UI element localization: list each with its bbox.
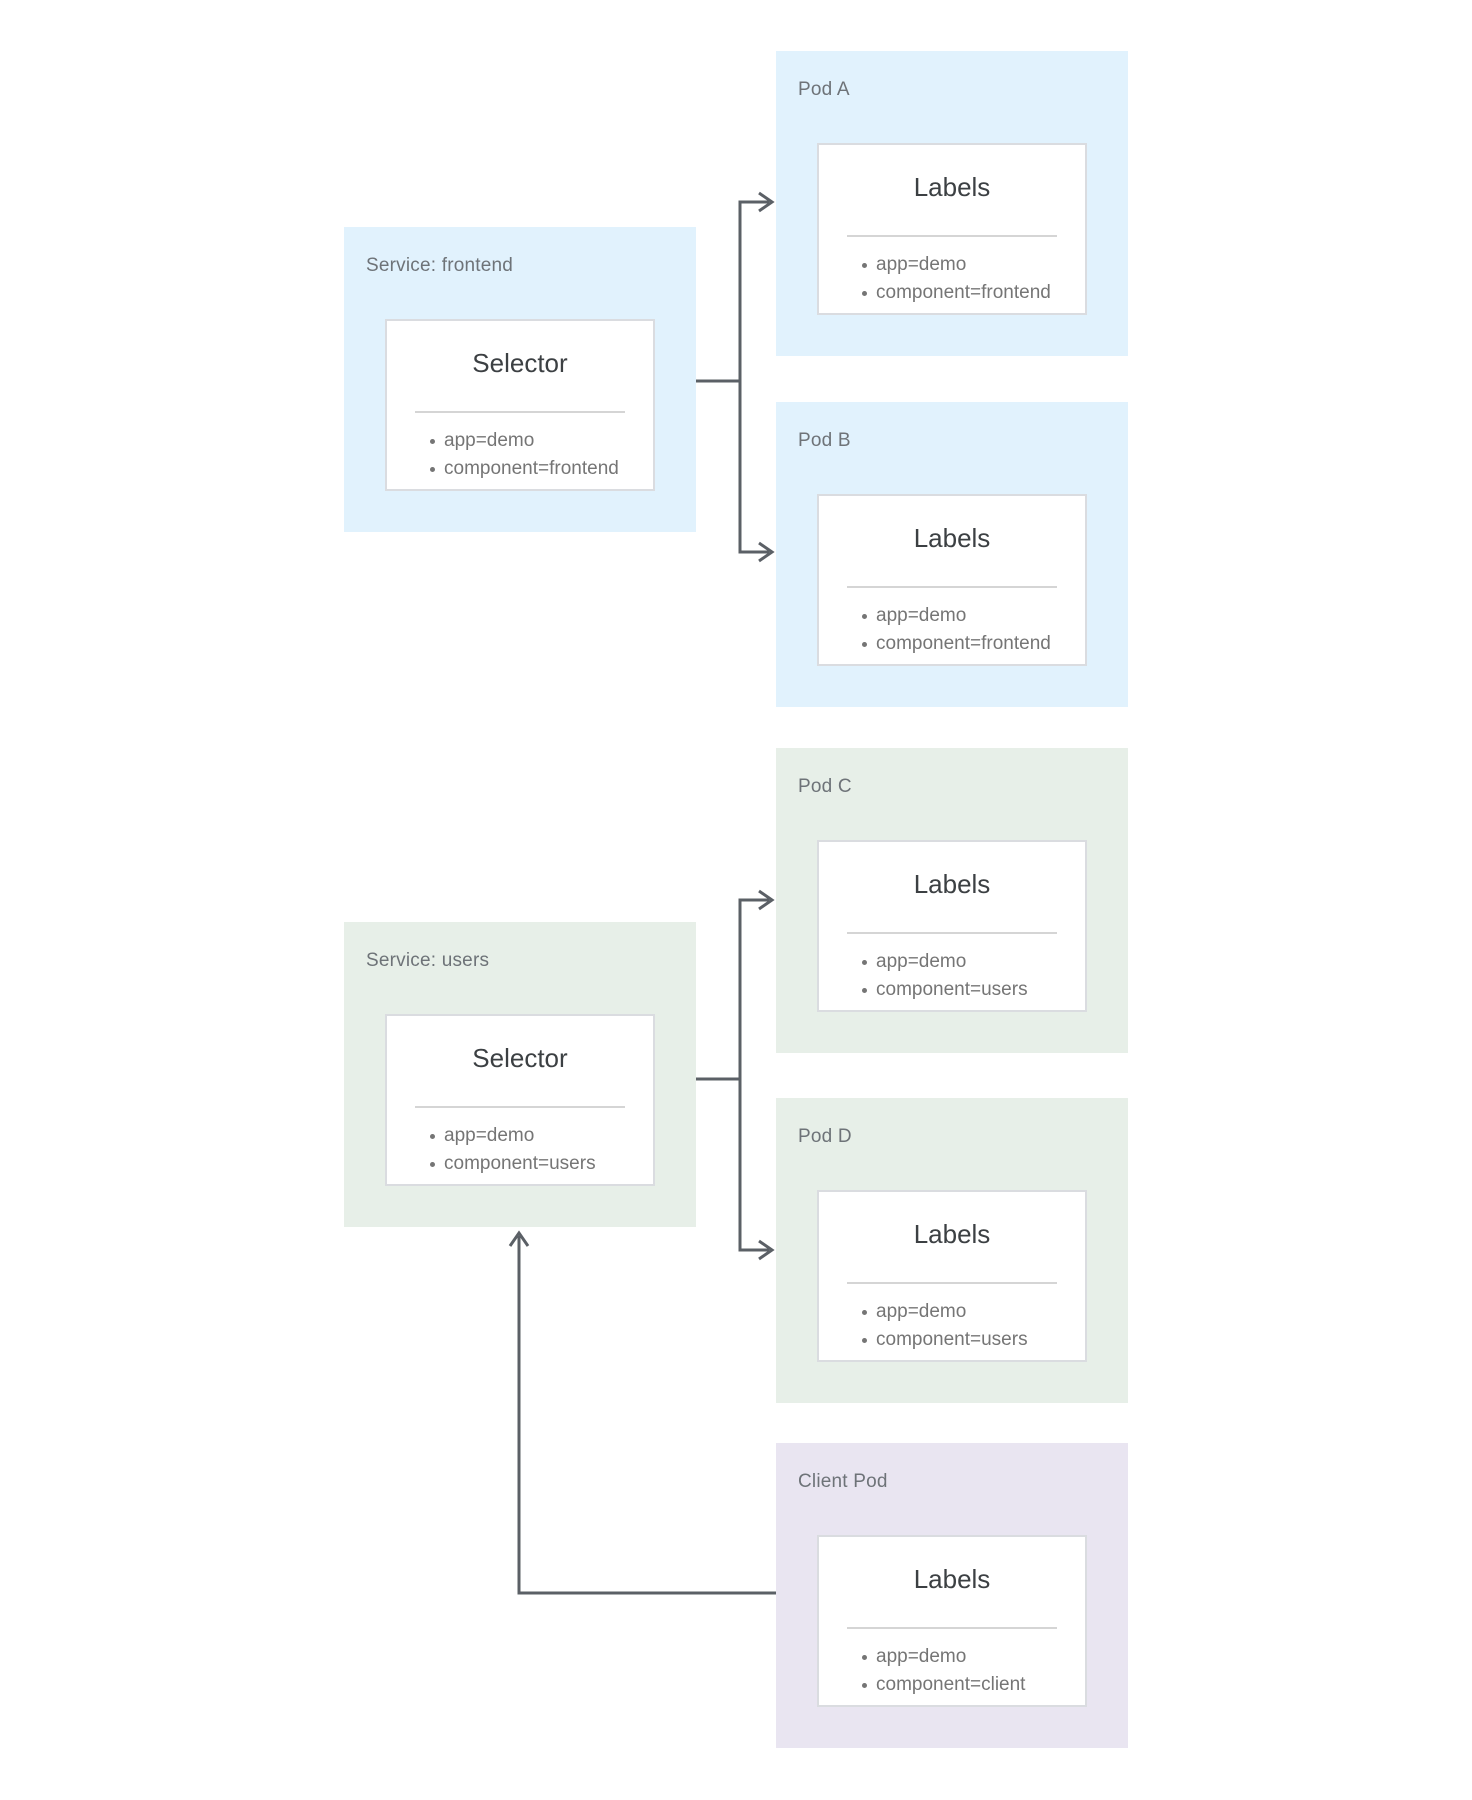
labels-heading: Labels — [913, 1564, 991, 1594]
arrowhead-to-pod-c — [758, 889, 775, 911]
label-item: app=demo — [862, 602, 1085, 630]
divider — [847, 1282, 1057, 1284]
connector-client-pod-to-service-users — [508, 1230, 776, 1595]
arrowhead-to-service-users — [508, 1230, 530, 1247]
connector-line — [517, 1236, 776, 1595]
selector-heading: Selector — [472, 1043, 568, 1073]
selector-list: app=demo component=users — [387, 1122, 653, 1178]
client-pod-title: Client Pod — [798, 1471, 888, 1492]
selector-item: app=demo — [430, 1122, 653, 1150]
labels-heading: Labels — [913, 172, 991, 202]
pod-a-box: Pod A Labels app=demo component=frontend — [776, 51, 1128, 356]
service-users-title: Service: users — [366, 950, 490, 971]
divider — [847, 1627, 1057, 1629]
pod-a-title: Pod A — [798, 79, 850, 100]
label-item: app=demo — [862, 1298, 1085, 1326]
pod-d-title: Pod D — [798, 1126, 852, 1147]
selector-list: app=demo component=frontend — [387, 427, 653, 483]
label-item: component=frontend — [862, 279, 1085, 307]
label-item: app=demo — [862, 948, 1085, 976]
connector-service-frontend-to-pods — [696, 191, 775, 563]
divider — [847, 932, 1057, 934]
service-frontend-title: Service: frontend — [366, 255, 514, 276]
label-item: component=users — [862, 1326, 1085, 1354]
arrowhead-to-pod-b — [758, 541, 775, 563]
pod-b-title: Pod B — [798, 430, 851, 451]
service-users-selector-card: Selector app=demo component=users — [385, 1014, 655, 1186]
service-frontend-selector-card: Selector app=demo component=frontend — [385, 319, 655, 491]
client-pod-box: Client Pod Labels app=demo component=cli… — [776, 1443, 1128, 1748]
label-item: app=demo — [862, 251, 1085, 279]
connector-line — [696, 200, 769, 554]
pod-c-box: Pod C Labels app=demo component=users — [776, 748, 1128, 1053]
divider — [415, 411, 625, 413]
labels-heading: Labels — [913, 869, 991, 899]
service-users-box: Service: users Selector app=demo compone… — [344, 922, 696, 1227]
divider — [847, 586, 1057, 588]
arrowhead-to-pod-a — [758, 191, 775, 213]
divider — [415, 1106, 625, 1108]
pod-a-labels-card: Labels app=demo component=frontend — [817, 143, 1087, 315]
connector-service-users-to-pods — [696, 889, 775, 1261]
pod-d-box: Pod D Labels app=demo component=users — [776, 1098, 1128, 1403]
pod-d-labels-card: Labels app=demo component=users — [817, 1190, 1087, 1362]
pod-b-box: Pod B Labels app=demo component=frontend — [776, 402, 1128, 707]
pod-b-labels-card: Labels app=demo component=frontend — [817, 494, 1087, 666]
label-item: component=frontend — [862, 630, 1085, 658]
labels-heading: Labels — [913, 1219, 991, 1249]
label-list: app=demo component=frontend — [819, 251, 1085, 307]
selector-item: component=users — [430, 1150, 653, 1178]
label-item: component=users — [862, 976, 1085, 1004]
selector-heading: Selector — [472, 348, 568, 378]
label-list: app=demo component=client — [819, 1643, 1085, 1699]
selector-item: app=demo — [430, 427, 653, 455]
connector-line — [696, 898, 769, 1252]
pod-c-title: Pod C — [798, 776, 852, 797]
client-pod-labels-card: Labels app=demo component=client — [817, 1535, 1087, 1707]
label-list: app=demo component=frontend — [819, 602, 1085, 658]
arrowhead-to-pod-d — [758, 1239, 775, 1261]
label-list: app=demo component=users — [819, 1298, 1085, 1354]
selector-item: component=frontend — [430, 455, 653, 483]
service-frontend-box: Service: frontend Selector app=demo comp… — [344, 227, 696, 532]
labels-heading: Labels — [913, 523, 991, 553]
label-item: component=client — [862, 1671, 1085, 1699]
pod-c-labels-card: Labels app=demo component=users — [817, 840, 1087, 1012]
label-item: app=demo — [862, 1643, 1085, 1671]
divider — [847, 235, 1057, 237]
label-list: app=demo component=users — [819, 948, 1085, 1004]
